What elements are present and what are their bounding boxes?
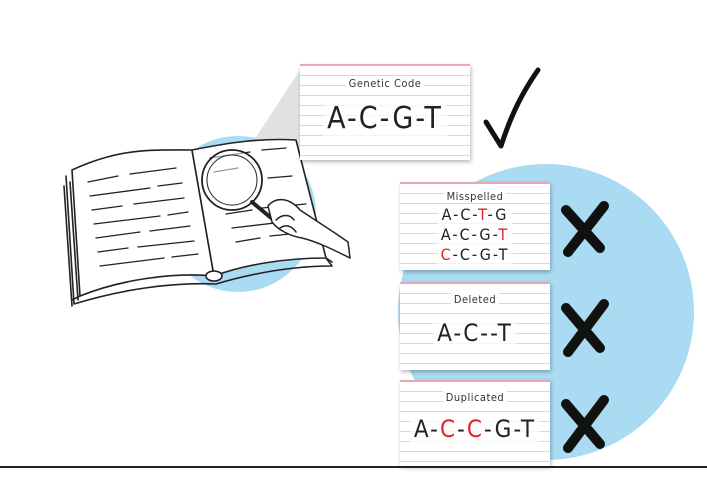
mutated-base: T: [498, 225, 510, 244]
dash: -: [346, 101, 359, 136]
base: G: [479, 245, 493, 264]
base: A: [437, 319, 454, 347]
base: G: [494, 415, 514, 443]
sequence: C-C-G-T: [436, 245, 514, 265]
book-icon: [63, 138, 333, 307]
genetic-code-card: Genetic Code A-C-G-T: [300, 64, 470, 160]
baseline-divider: [0, 466, 707, 468]
cross-icon: [561, 201, 609, 257]
card-title: Misspelled: [443, 190, 507, 203]
dash: -: [452, 225, 460, 244]
base: T: [498, 245, 510, 264]
cross-icon: [561, 299, 609, 357]
dash: -: [452, 245, 460, 264]
base: G: [495, 205, 509, 224]
dash: -: [483, 415, 495, 443]
dash: -: [379, 101, 393, 136]
dash: -: [430, 415, 440, 443]
base: C: [459, 225, 472, 244]
deleted-card: Deleted A-C--T: [400, 282, 550, 370]
base: A: [413, 415, 431, 443]
sequence-row: A-C-C-G-T: [400, 415, 550, 443]
dash: -: [453, 319, 464, 347]
sequence-list: A-C--T: [400, 319, 550, 347]
base: T: [424, 101, 443, 136]
dash: -: [487, 205, 496, 224]
base: T: [520, 415, 537, 443]
sequence: A-C-G-T: [323, 101, 447, 136]
dash: -: [480, 319, 491, 347]
base: C: [358, 101, 380, 136]
sequence: A-C-G-T: [436, 225, 514, 245]
dash: -: [492, 225, 499, 244]
card-title: Deleted: [450, 293, 500, 306]
card-title: Genetic Code: [345, 77, 425, 90]
dash: -: [471, 225, 480, 244]
sequence-row: A-C--T: [400, 319, 550, 347]
base: G: [479, 225, 493, 244]
check-icon: [483, 67, 541, 149]
mutated-base: T: [478, 205, 488, 224]
base: C: [460, 205, 473, 224]
dash: -: [472, 205, 479, 224]
card-title: Duplicated: [442, 391, 508, 404]
sequence: A-C--T: [433, 319, 517, 347]
sequence-row: A-C-G-T: [400, 225, 550, 245]
base: A: [441, 205, 454, 224]
base: C: [459, 245, 472, 264]
dash: -: [457, 415, 467, 443]
dash: -: [453, 205, 461, 224]
base: T: [497, 319, 513, 347]
base: G: [392, 101, 416, 136]
sequence-list: A-C-C-G-T: [400, 415, 550, 443]
sequence: A-C-C-G-T: [409, 415, 541, 443]
duplicated-card: Duplicated A-C-C-G-T: [400, 380, 550, 466]
magnifying-glass-icon: [201, 149, 278, 224]
cross-icon: [561, 395, 609, 453]
dash: -: [513, 415, 521, 443]
base: A: [440, 225, 453, 244]
sequence-row: A-C-T-G: [400, 205, 550, 225]
base: C: [463, 319, 481, 347]
sequence: A-C-T-G: [437, 205, 513, 225]
base: A: [327, 101, 347, 136]
mutated-base: C: [466, 415, 484, 443]
dash: -: [490, 319, 498, 347]
mutated-base: C: [440, 245, 453, 264]
hand-icon: [267, 198, 351, 259]
mutated-base: C: [439, 415, 458, 443]
dash: -: [471, 245, 480, 264]
sequence-row: C-C-G-T: [400, 245, 550, 265]
dash: -: [492, 245, 499, 264]
dash: -: [415, 101, 425, 136]
